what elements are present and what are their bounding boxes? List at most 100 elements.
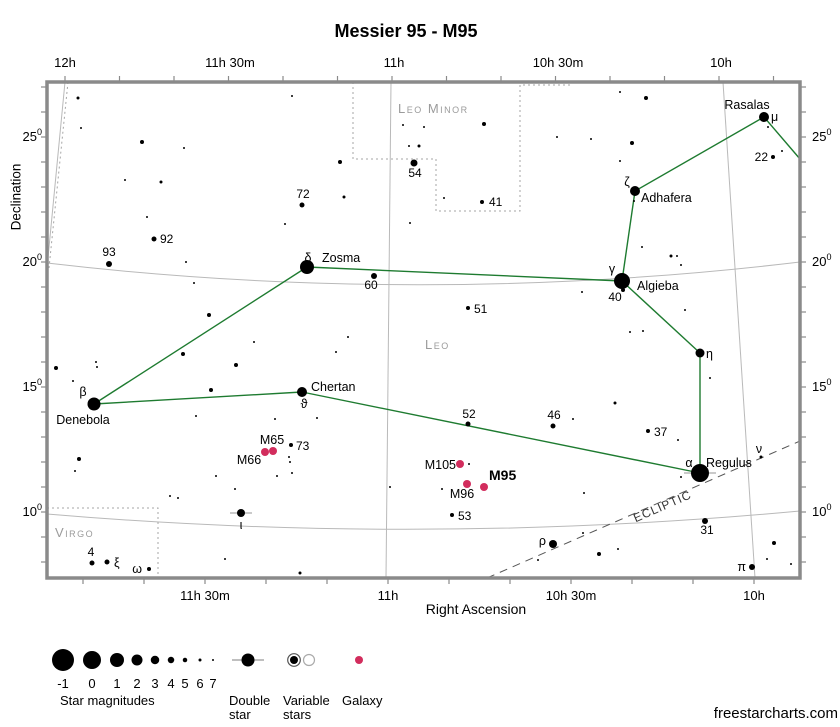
field-star: [159, 180, 163, 184]
field-star: [669, 254, 673, 258]
field-star: [276, 475, 278, 477]
field-star: [582, 532, 584, 534]
field-star: [96, 366, 98, 368]
ra-grid-line: [722, 81, 756, 579]
constellation-border: [47, 507, 159, 578]
star-dot: [646, 429, 650, 433]
dec-grid-line: [46, 510, 801, 530]
legend-double-star-dot: [241, 653, 255, 667]
dec-grid-line: [46, 261, 801, 286]
galaxy-label: M66: [237, 453, 261, 467]
legend-galaxy-dot: [355, 656, 363, 664]
star-label: η: [706, 347, 713, 361]
field-star: [298, 571, 302, 575]
star-label: ϑ: [301, 397, 308, 411]
legend-magnitude-value: 0: [88, 676, 95, 691]
field-star: [613, 401, 617, 405]
field-star: [772, 541, 776, 545]
legend-magnitude-value: 7: [209, 676, 216, 691]
legend-double-line1: Double: [229, 693, 271, 708]
ra-grid-line: [385, 81, 392, 579]
field-star: [224, 558, 226, 560]
field-star: [709, 377, 711, 379]
star-dot: [466, 306, 470, 310]
field-star: [207, 313, 211, 317]
constellation-line: [621, 280, 701, 354]
star-dot: [480, 200, 484, 204]
constellation-line: [621, 190, 636, 282]
constellation-name-label: Virgo: [55, 525, 94, 540]
star-label: ζ: [624, 175, 630, 189]
field-star: [790, 563, 792, 565]
star-label: Regulus: [706, 456, 752, 470]
field-star: [617, 548, 619, 550]
field-star: [234, 488, 236, 490]
field-star: [284, 223, 286, 225]
field-star: [677, 439, 679, 441]
field-star: [581, 291, 583, 293]
field-star: [402, 124, 404, 126]
legend-magnitude-value: -1: [57, 676, 69, 691]
field-star: [443, 197, 445, 199]
field-star: [680, 476, 682, 478]
legend-magnitude-dot: [52, 649, 74, 671]
field-star: [441, 488, 443, 490]
star-label: ρ: [539, 534, 546, 548]
right-ascension-axis-label: Right Ascension: [425, 601, 527, 617]
ra-tick-label-bottom: 10h: [743, 588, 765, 603]
field-star: [95, 361, 97, 363]
field-star: [215, 475, 217, 477]
star-number-label: 22: [755, 150, 769, 164]
field-star: [680, 264, 682, 266]
dec-tick-label-left: 200: [23, 252, 42, 269]
field-star: [74, 470, 76, 472]
star-label: Chertan: [311, 380, 356, 394]
field-star: [181, 352, 185, 356]
star-dot: [614, 273, 630, 289]
star-dot: [759, 455, 763, 459]
field-star: [253, 341, 255, 343]
star-dot: [87, 397, 101, 411]
field-star: [781, 150, 783, 152]
star-number-label: 40: [608, 290, 622, 304]
galaxy-label: M65: [260, 433, 284, 447]
legend-variable-star-outline: [302, 653, 316, 667]
legend-magnitude-dot: [198, 658, 202, 662]
website-credit: freestarcharts.com: [713, 705, 838, 722]
star-dot: [106, 261, 112, 267]
star-label: ω: [132, 562, 142, 576]
star-dot: [450, 513, 454, 517]
field-star: [177, 497, 179, 499]
star-dot: [749, 564, 755, 570]
field-star: [556, 136, 558, 138]
star-label: Zosma: [322, 251, 360, 265]
field-star: [619, 160, 621, 162]
star-dot: [465, 421, 471, 427]
galaxy-dot: [269, 447, 277, 455]
ra-tick-label-bottom: 11h 30m: [180, 588, 230, 603]
constellation-line: [634, 116, 765, 192]
star-dot: [621, 288, 625, 292]
dec-tick-label-left: 250: [23, 127, 42, 144]
field-star: [590, 138, 592, 140]
star-number-label: 93: [102, 245, 116, 259]
declination-axis-label: Declination: [8, 163, 24, 231]
star-number-label: 53: [458, 509, 472, 523]
legend-magnitude-dot: [182, 657, 188, 663]
star-label: Adhafera: [641, 191, 692, 205]
ra-tick-label-top: 11h: [384, 55, 405, 70]
star-label: ι: [240, 518, 243, 532]
star-dot: [630, 186, 640, 196]
galaxy-dot: [480, 483, 488, 491]
galaxy-dot: [463, 480, 471, 488]
star-label: ξ: [114, 556, 120, 570]
field-star: [619, 91, 621, 93]
star-dot: [151, 236, 157, 242]
constellation-border: [352, 82, 572, 212]
chart-frame: [45, 80, 802, 580]
field-star: [335, 351, 337, 353]
field-star: [676, 255, 678, 257]
field-star: [288, 456, 290, 458]
galaxy-dot: [456, 460, 464, 468]
